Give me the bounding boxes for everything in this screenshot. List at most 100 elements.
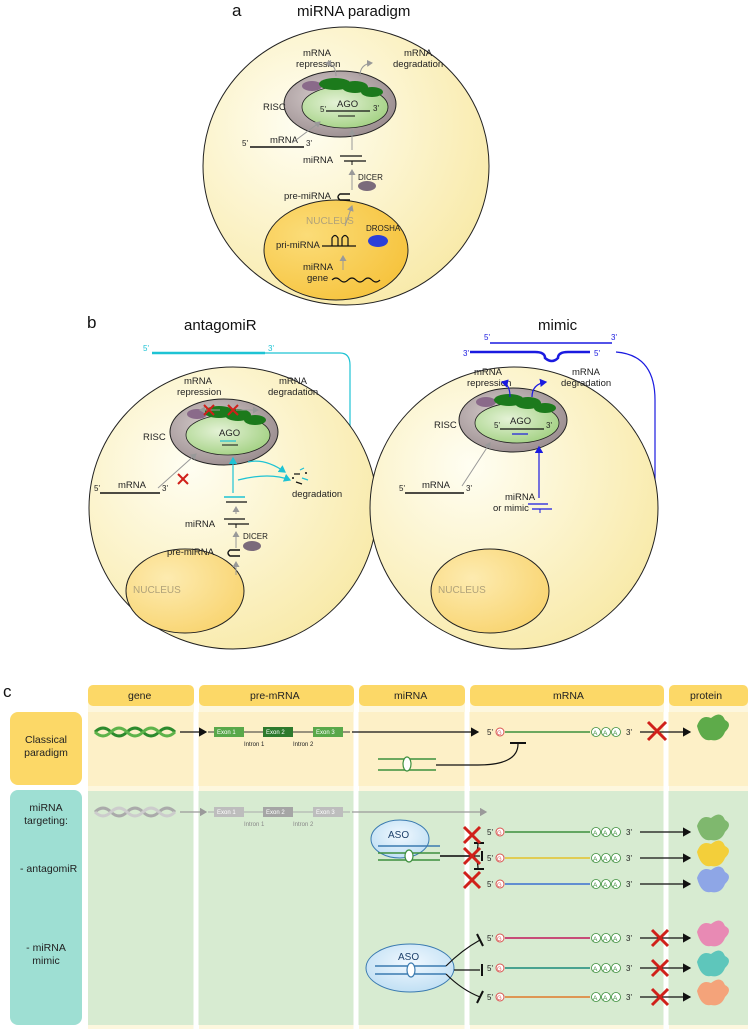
svg-text:5': 5': [320, 105, 326, 114]
dna-helix-icon: [93, 726, 177, 738]
svg-text:3': 3': [626, 880, 632, 889]
svg-text:3': 3': [546, 421, 552, 430]
svg-text:A: A: [593, 995, 598, 1002]
svg-text:5': 5': [242, 139, 248, 148]
svg-text:5': 5': [399, 484, 405, 493]
row-label-targeting: [10, 790, 82, 1025]
nucleus-a: [263, 199, 409, 301]
svg-text:A: A: [593, 856, 598, 863]
svg-text:G: G: [497, 731, 502, 737]
row-label-classical: [10, 712, 82, 785]
svg-text:mRNA: mRNA: [553, 690, 584, 702]
svg-text:5': 5': [487, 880, 493, 889]
red-x-icon: [462, 846, 482, 866]
hairpin-icon: [337, 193, 350, 201]
svg-text:pre-mRNA: pre-mRNA: [250, 690, 300, 702]
header-mirna: [359, 685, 465, 706]
svg-text:3': 3': [626, 854, 632, 863]
dna-helix-icon: [331, 277, 381, 283]
svg-text:3': 3': [626, 728, 632, 737]
svg-text:A: A: [603, 882, 608, 889]
nucleus-a-label: NUCLEUS: [306, 216, 354, 227]
protein-blob: [697, 840, 729, 867]
svg-text:Intron 1: Intron 1: [244, 742, 265, 748]
dicer-icon: [358, 181, 376, 191]
svg-text:protein: protein: [690, 690, 722, 702]
dicer-label-a: DICER: [358, 173, 383, 182]
svg-text:G: G: [497, 831, 502, 837]
svg-text:A: A: [613, 882, 618, 889]
degradation-fragments-icon: [292, 467, 309, 485]
svg-text:ASO: ASO: [398, 952, 419, 963]
red-x-icon: [650, 928, 670, 948]
svg-text:miRNA: miRNA: [185, 519, 216, 530]
red-x-icon: [462, 825, 482, 845]
svg-text:5': 5': [487, 828, 493, 837]
svg-text:Exon 2: Exon 2: [266, 810, 285, 816]
svg-text:RISC: RISC: [143, 432, 166, 443]
header-mrna: [470, 685, 664, 706]
header-gene: [88, 685, 194, 706]
red-x-icon: [177, 473, 189, 485]
aso-antagomir: ASO: [370, 819, 440, 863]
svg-text:3': 3': [626, 993, 632, 1002]
svg-text:A: A: [613, 730, 618, 737]
svg-text:DICER: DICER: [243, 532, 268, 541]
svg-text:A: A: [603, 995, 608, 1002]
svg-text:A: A: [603, 856, 608, 863]
mimic-strand-bottom: [470, 350, 590, 363]
svg-text:miRNA: miRNA: [394, 690, 427, 702]
svg-text:3': 3': [306, 139, 312, 148]
ago-label-a: AGO: [337, 99, 358, 110]
svg-text:A: A: [593, 966, 598, 973]
protein-blob: [697, 950, 729, 977]
svg-text:3': 3': [611, 333, 617, 342]
mirna-label-a: miRNA: [303, 155, 334, 166]
svg-text:G: G: [497, 857, 502, 863]
svg-text:A: A: [603, 936, 608, 943]
svg-text:A: A: [603, 730, 608, 737]
svg-text:pre-miRNA: pre-miRNA: [167, 547, 215, 558]
red-x-icon: [650, 958, 670, 978]
column-headers: gene pre-mRNA miRNA mRNA protein: [88, 685, 748, 706]
svg-text:Intron 2: Intron 2: [293, 822, 314, 828]
svg-text:A: A: [603, 966, 608, 973]
svg-text:A: A: [593, 936, 598, 943]
protein-blob: [697, 979, 729, 1006]
nucleus-mimic: [430, 548, 550, 634]
svg-text:5': 5': [487, 854, 493, 863]
svg-text:5': 5': [594, 349, 600, 358]
panel-c-letter: c: [3, 682, 12, 701]
svg-text:AGO: AGO: [219, 428, 240, 439]
pri-mirna-label-a: pri-miRNA: [276, 240, 320, 251]
red-x-icon: [227, 404, 239, 416]
panel-a-letter: a: [232, 1, 242, 20]
svg-text:G: G: [497, 996, 502, 1002]
svg-text:A: A: [613, 856, 618, 863]
svg-text:3': 3': [162, 484, 168, 493]
svg-text:3': 3': [626, 828, 632, 837]
panel-a-title: miRNA paradigm: [297, 3, 410, 20]
svg-text:NUCLEUS: NUCLEUS: [133, 585, 181, 596]
degradation-label: degradation: [292, 489, 342, 500]
svg-text:- antagomiR: - antagomiR: [20, 863, 78, 875]
svg-text:3': 3': [268, 344, 274, 353]
svg-text:Exon 3: Exon 3: [316, 730, 335, 736]
svg-text:Exon 2: Exon 2: [266, 730, 285, 736]
svg-text:5': 5': [143, 344, 149, 353]
svg-text:5': 5': [487, 934, 493, 943]
drosha-label-a: DROSHA: [366, 224, 401, 233]
svg-text:A: A: [593, 730, 598, 737]
mimic-title: mimic: [538, 317, 578, 334]
protein-blob: [697, 814, 729, 841]
